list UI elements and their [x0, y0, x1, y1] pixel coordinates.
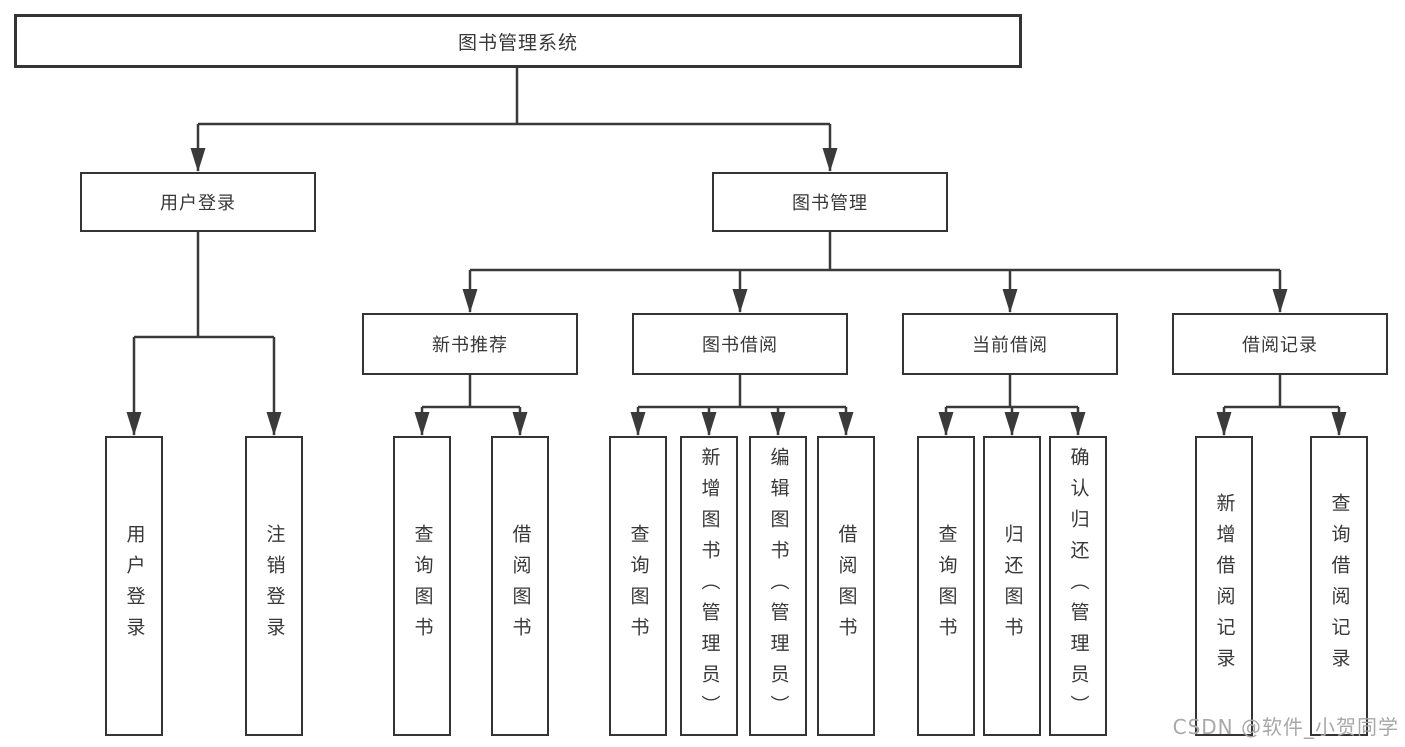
leaf-bb-edit-books-admin-label: 编辑图书（管理员）	[767, 446, 790, 726]
leaf-br-query-record-label: 查询借阅记录	[1328, 493, 1351, 679]
leaf-logout-label: 注销登录	[263, 524, 286, 648]
leaf-user-login-label: 用户登录	[123, 524, 146, 648]
leaf-nbr-borrow-books: 借阅图书	[491, 436, 549, 736]
leaf-cb-query-books: 查询图书	[917, 436, 975, 736]
connector-book-management-branch	[462, 232, 1288, 313]
leaf-cb-confirm-return-admin: 确认归还（管理员）	[1049, 436, 1107, 736]
leaf-bb-add-books-admin-label: 新增图书（管理员）	[698, 446, 721, 726]
leaf-user-login: 用户登录	[105, 436, 163, 736]
leaf-nbr-query-books: 查询图书	[393, 436, 451, 736]
node-new-book-recommend: 新书推荐	[362, 313, 578, 375]
leaf-br-add-record-label: 新增借阅记录	[1213, 493, 1236, 679]
leaf-logout: 注销登录	[245, 436, 303, 736]
connector-book-borrow-branch	[630, 375, 854, 436]
connector-root-to-level2	[190, 68, 838, 172]
leaf-cb-return-books-label: 归还图书	[1001, 524, 1024, 648]
node-library-management-system: 图书管理系统	[14, 14, 1022, 68]
leaf-cb-query-books-label: 查询图书	[935, 524, 958, 648]
leaf-bb-borrow-books: 借阅图书	[817, 436, 875, 736]
leaf-nbr-query-books-label: 查询图书	[411, 524, 434, 648]
node-borrow-records: 借阅记录	[1172, 313, 1388, 375]
leaf-bb-add-books-admin: 新增图书（管理员）	[680, 436, 738, 736]
leaf-br-query-record: 查询借阅记录	[1310, 436, 1368, 736]
node-book-borrow: 图书借阅	[632, 313, 848, 375]
leaf-cb-return-books: 归还图书	[983, 436, 1041, 736]
node-current-borrow: 当前借阅	[902, 313, 1118, 375]
connector-new-book-recommend-branch	[414, 375, 528, 436]
leaf-bb-borrow-books-label: 借阅图书	[835, 524, 858, 648]
connector-current-borrow-branch	[938, 375, 1086, 436]
leaf-br-add-record: 新增借阅记录	[1195, 436, 1253, 736]
leaf-bb-edit-books-admin: 编辑图书（管理员）	[749, 436, 807, 736]
node-user-login: 用户登录	[80, 172, 316, 232]
connector-user-login-branch	[126, 232, 282, 436]
node-book-management: 图书管理	[712, 172, 948, 232]
leaf-nbr-borrow-books-label: 借阅图书	[509, 524, 532, 648]
leaf-bb-query-books: 查询图书	[609, 436, 667, 736]
leaf-cb-confirm-return-admin-label: 确认归还（管理员）	[1067, 446, 1090, 726]
leaf-bb-query-books-label: 查询图书	[627, 524, 650, 648]
connector-borrow-records-branch	[1216, 375, 1347, 436]
